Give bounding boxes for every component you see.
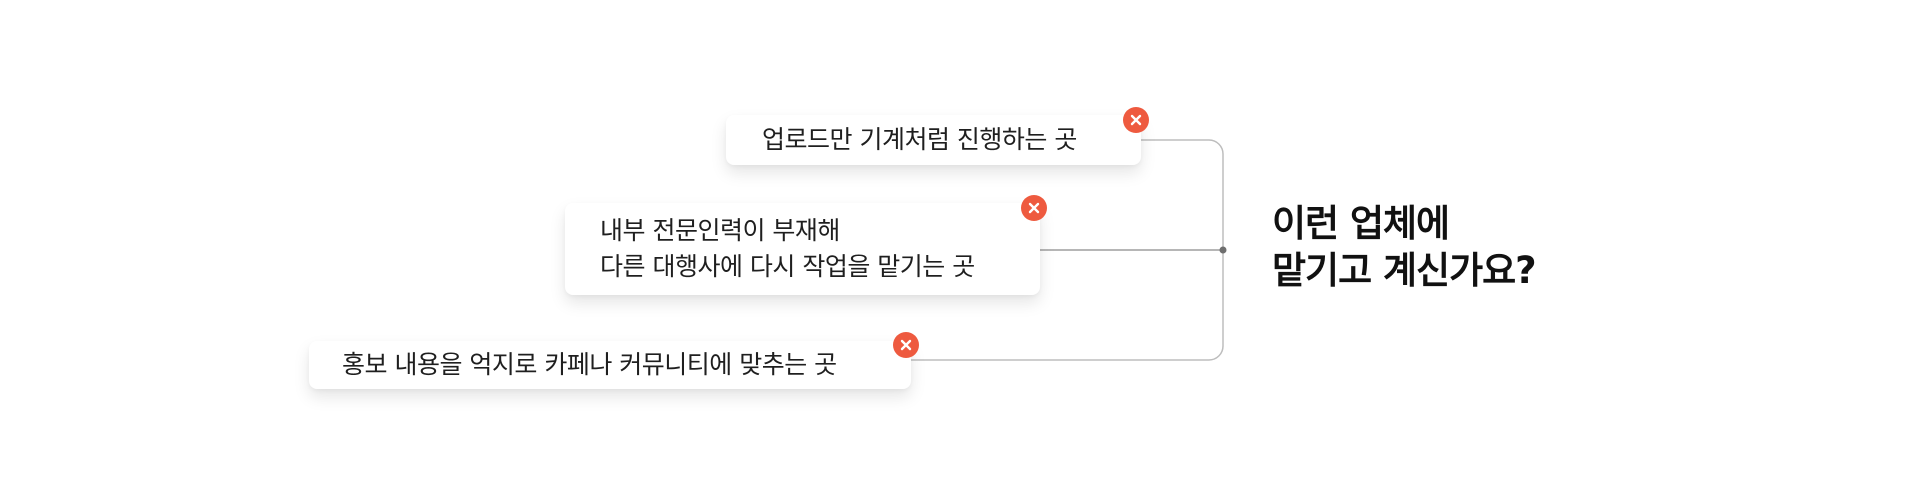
close-icon [1130, 114, 1142, 126]
heading-line-1: 이런 업체에 [1272, 202, 1450, 245]
close-icon [1028, 202, 1040, 214]
card-text: 홍보 내용을 억지로 카페나 커뮤니티에 맞추는 곳 [342, 350, 837, 379]
section-heading: 이런 업체에 맡기고 계신가요? [1272, 200, 1537, 294]
close-badge-1[interactable] [1123, 107, 1149, 133]
card-text-line-2: 다른 대행사에 다시 작업을 맡기는 곳 [600, 252, 975, 281]
concern-card-2: 내부 전문인력이 부재해 다른 대행사에 다시 작업을 맡기는 곳 [565, 203, 1040, 295]
close-icon [900, 339, 912, 351]
close-badge-2[interactable] [1021, 195, 1047, 221]
concern-card-3: 홍보 내용을 억지로 카페나 커뮤니티에 맞추는 곳 [309, 341, 911, 389]
junction-dot [1219, 246, 1227, 254]
heading-line-2: 맡기고 계신가요? [1272, 249, 1537, 292]
close-badge-3[interactable] [893, 332, 919, 358]
concern-card-1: 업로드만 기계처럼 진행하는 곳 [726, 115, 1141, 165]
card-text: 업로드만 기계처럼 진행하는 곳 [762, 125, 1077, 154]
card-text-line-1: 내부 전문인력이 부재해 [600, 216, 840, 245]
